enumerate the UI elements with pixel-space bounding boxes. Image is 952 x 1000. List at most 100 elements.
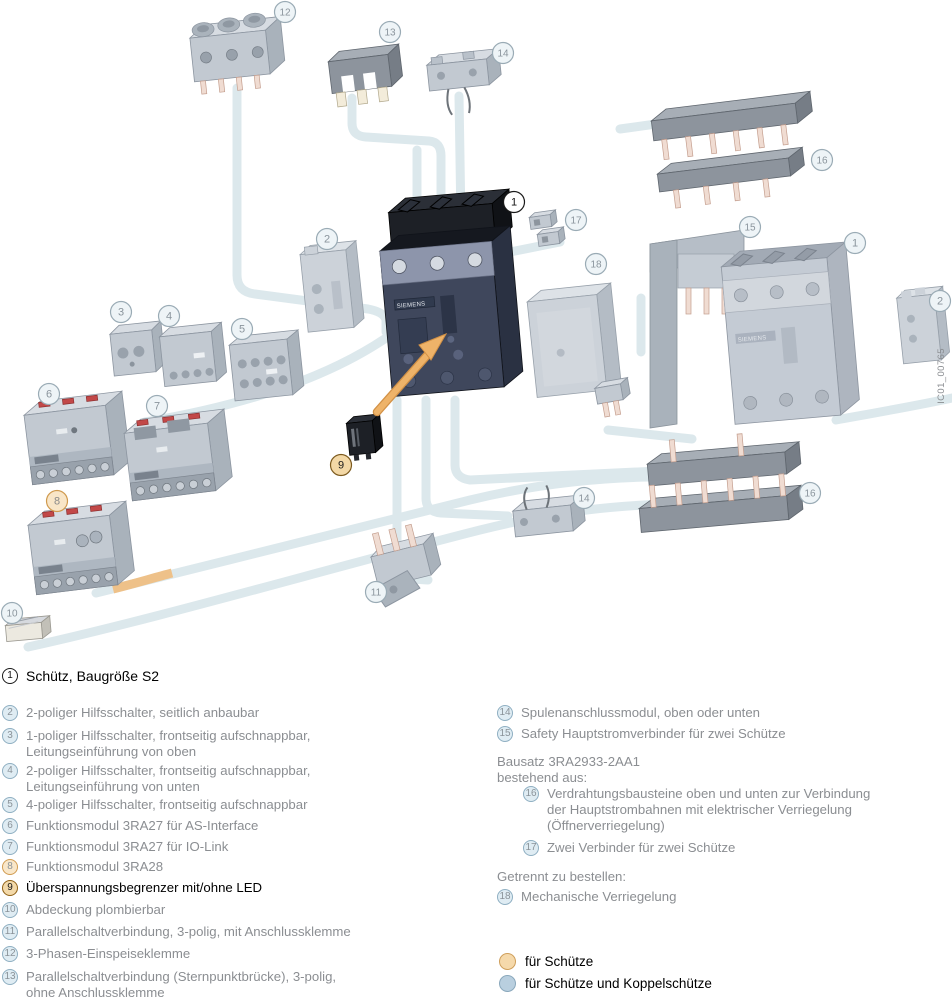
component-func-module-7 [122, 408, 233, 502]
callout-13: 13 [378, 20, 402, 44]
callout-17: 17 [564, 208, 588, 232]
legend-note: Getrennt zu bestellen: [497, 869, 627, 884]
legend-item-3: 3 1-poliger Hilfsschalter, frontseitig au… [2, 728, 310, 760]
callout-10: 10 [0, 601, 24, 625]
legend-item-17: 17 Zwei Verbinder für zwei Schütze [523, 840, 735, 856]
callout-18: 18 [584, 252, 608, 276]
component-feed-terminal-12 [188, 12, 286, 95]
component-interlock-18 [525, 282, 622, 398]
component-wiring-bars-16-bottom-b [637, 473, 804, 533]
legend-text: Funktionsmodul 3RA27 für AS-Interface [26, 818, 259, 833]
legend-circle-7: 7 [2, 839, 18, 855]
svg-text:7: 7 [154, 401, 160, 413]
callout-2: 2 [315, 227, 339, 251]
legend-circle-10: 10 [2, 902, 18, 918]
legend-text: Schütz, Baugröße S2 [26, 668, 160, 684]
legend-item-11: 11 Parallelschaltverbindung, 3-polig, mit… [2, 924, 351, 940]
svg-text:1: 1 [852, 238, 858, 250]
svg-text:11: 11 [371, 588, 382, 599]
svg-text:14: 14 [497, 49, 509, 60]
callout-15: 15 [738, 215, 762, 239]
legend-circle-2: 2 [2, 705, 18, 721]
svg-text:2: 2 [937, 296, 943, 308]
svg-text:17: 17 [570, 216, 582, 227]
figure-id: IC01_00765 [936, 348, 947, 404]
svg-text:2: 2 [324, 234, 330, 246]
svg-text:1: 1 [511, 197, 517, 209]
callout-9: 9 [329, 453, 353, 477]
legend-text: 1-poliger Hilfsschalter, frontseitig auf… [26, 728, 311, 759]
component-connector-17-b [536, 226, 566, 247]
component-aux-switch-5 [227, 329, 305, 402]
legend-circle-5: 5 [2, 797, 18, 813]
svg-text:4: 4 [166, 311, 172, 323]
callout-4: 4 [157, 304, 181, 328]
components: SIEMENS SIEMENS [4, 12, 950, 642]
callout-11: 11 [364, 580, 388, 604]
color-key-row: für Schütze [499, 953, 593, 970]
svg-text:15: 15 [744, 223, 756, 234]
legend-text: Abdeckung plombierbar [26, 902, 166, 917]
legend-text: Überspannungsbegrenzer mit/ohne LED [26, 880, 263, 895]
color-swatch [499, 953, 516, 970]
legend-circle-8: 8 [2, 859, 18, 875]
legend-text: Parallelschaltverbindung, 3-polig, mit A… [26, 924, 351, 939]
legend-text: Parallelschaltverbindung (Sternpunktbrüc… [26, 969, 337, 1000]
svg-text:12: 12 [279, 8, 291, 19]
legend-circle-4: 4 [2, 763, 18, 779]
svg-text:9: 9 [338, 460, 344, 472]
callout-2: 2 [928, 289, 952, 313]
legend-circle-17: 17 [523, 840, 539, 856]
legend-text: Verdrahtungsbausteine oben und unten zur… [547, 786, 871, 833]
legend-item-8: 8 Funktionsmodul 3RA28 [2, 859, 163, 875]
callout-6: 6 [37, 382, 61, 406]
color-key-label: für Schütze [525, 954, 594, 969]
legend-text: 3-Phasen-Einspeiseklemme [26, 946, 191, 961]
legend-circle-9: 9 [2, 880, 18, 896]
legend-circle-11: 11 [2, 924, 18, 940]
legend-text: Mechanische Verriegelung [521, 889, 677, 904]
callout-3: 3 [109, 300, 133, 324]
legend-circle-15: 15 [497, 726, 513, 742]
callout-5: 5 [230, 317, 254, 341]
callout-16: 16 [798, 481, 822, 505]
legend-item-10: 10 Abdeckung plombierbar [2, 902, 165, 918]
callout-8: 8 [45, 489, 69, 513]
svg-text:6: 6 [46, 389, 52, 401]
legend-item-4: 4 2-poliger Hilfsschalter, frontseitig au… [2, 763, 310, 795]
callout-14: 14 [491, 41, 515, 65]
callout-1: 1 [502, 190, 526, 214]
color-key-label: für Schütze und Koppelschütze [525, 976, 712, 991]
legend-item-9: 9 Überspannungsbegrenzer mit/ohne LED [2, 880, 262, 896]
legend-text: Zwei Verbinder für zwei Schütze [547, 840, 736, 855]
legend-text: Safety Hauptstromverbinder für zwei Schü… [521, 726, 786, 741]
legend-circle-16: 16 [523, 786, 539, 802]
legend-circle-6: 6 [2, 818, 18, 834]
callout-12: 12 [273, 0, 297, 24]
legend-item-6: 6 Funktionsmodul 3RA27 für AS-Interface [2, 818, 258, 834]
legend-text: Funktionsmodul 3RA28 [26, 859, 164, 874]
svg-text:10: 10 [6, 609, 18, 620]
svg-text:13: 13 [384, 28, 396, 39]
color-key-row: für Schütze und Koppelschütze [499, 975, 712, 992]
legend-circle-13: 13 [2, 969, 18, 985]
legend-text: Funktionsmodul 3RA27 für IO-Link [26, 839, 229, 854]
callout-1: 1 [843, 231, 867, 255]
component-contactor-body-1: SIEMENS [378, 224, 524, 398]
svg-text:8: 8 [54, 496, 60, 508]
legend-circle-14: 14 [497, 705, 513, 721]
svg-text:16: 16 [816, 156, 828, 167]
component-connector-17-a [528, 209, 558, 230]
component-func-module-6 [22, 390, 131, 486]
svg-text:5: 5 [239, 324, 245, 336]
svg-text:SIEMENS: SIEMENS [738, 335, 767, 343]
legend-text: 2-poliger Hilfsschalter, frontseitig auf… [26, 763, 311, 794]
legend-circle-3: 3 [2, 728, 18, 744]
